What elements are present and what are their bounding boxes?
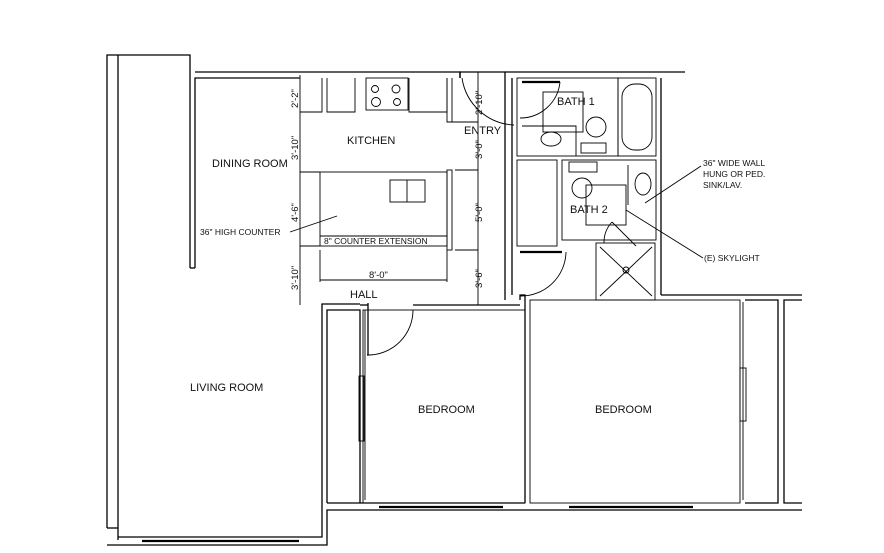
kitchen-island <box>319 171 448 247</box>
label-bath-2: BATH 2 <box>570 204 608 216</box>
stove <box>365 77 409 111</box>
dimension-labels: 2'-2" 3'-10" 4'-6" 3'-10" 2'-10" 3'-0" 5… <box>290 89 485 290</box>
label-entry: ENTRY <box>464 125 502 137</box>
label-dining-room: DINING ROOM <box>212 158 288 170</box>
dim-right-4: 3'-6" <box>474 269 485 288</box>
label-bath-1: BATH 1 <box>557 96 595 108</box>
kitchen-sink <box>389 179 426 203</box>
dim-left-3: 4'-6" <box>290 203 301 222</box>
label-kitchen: KITCHEN <box>347 135 395 147</box>
dim-left-4: 3'-10" <box>290 266 301 290</box>
annotations: 36" HIGH COUNTER 8" COUNTER EXTENSION 36… <box>200 158 765 281</box>
note-counter-extension: 8" COUNTER EXTENSION <box>324 236 428 246</box>
note-skylight: (E) SKYLIGHT <box>704 253 760 263</box>
dim-right-3: 5'-0" <box>474 203 485 222</box>
walls <box>106 54 802 546</box>
dim-left-1: 2'-2" <box>290 89 301 108</box>
label-living-room: LIVING ROOM <box>190 382 263 394</box>
label-bedroom-2: BEDROOM <box>595 404 652 416</box>
note-sink-1: 36" WIDE WALL <box>703 158 765 168</box>
room-labels: DINING ROOM KITCHEN ENTRY HALL BATH 1 BA… <box>190 96 652 416</box>
note-sink-3: SINK/LAV. <box>703 180 742 190</box>
door-swing <box>367 309 414 356</box>
dim-left-2: 3'-10" <box>290 136 301 160</box>
note-sink-2: HUNG OR PED. <box>703 169 765 179</box>
dim-right-1: 2'-10" <box>474 91 485 115</box>
label-bedroom-1: BEDROOM <box>418 404 475 416</box>
skylight <box>585 184 627 226</box>
note-high-counter: 36" HIGH COUNTER <box>200 227 280 237</box>
label-hall: HALL <box>350 289 378 301</box>
dim-island-width: 8'-0" <box>369 270 388 281</box>
dim-right-2: 3'-0" <box>474 140 485 159</box>
